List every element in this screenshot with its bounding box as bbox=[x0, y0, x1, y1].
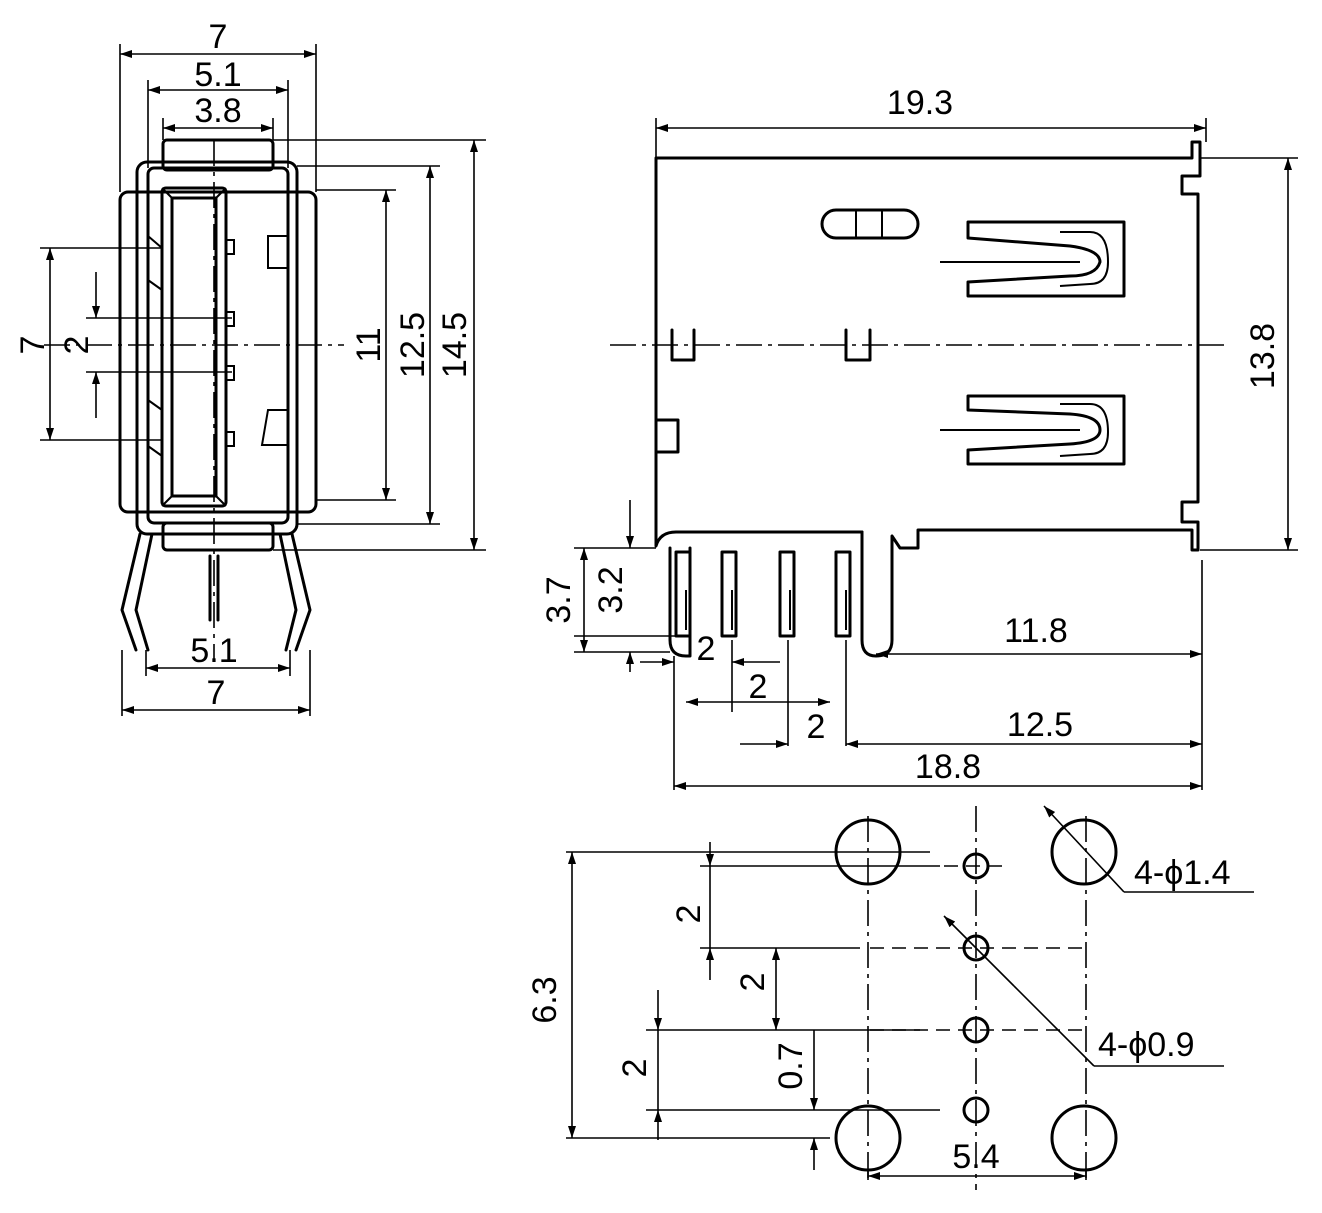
footprint-span-label: 5.4 bbox=[952, 1138, 999, 1176]
front-slot-width-label: 3.8 bbox=[194, 92, 241, 130]
front-left-2-label: 2 bbox=[58, 336, 96, 355]
side-pitch-a-label: 2 bbox=[697, 630, 716, 668]
side-length-label: 19.3 bbox=[887, 84, 953, 122]
side-18-8-label: 18.8 bbox=[915, 748, 981, 786]
side-pitch-c-label: 2 bbox=[807, 708, 826, 746]
side-12-5-label: 12.5 bbox=[1007, 706, 1073, 744]
footprint-pitch-2-c-label: 2 bbox=[616, 1059, 654, 1078]
front-left-7-label: 7 bbox=[14, 336, 52, 355]
side-view: 19.3 13.8 3.7 3.2 2 2 2 11.8 12.5 18.8 bbox=[540, 84, 1298, 790]
footprint-large-hole-label: 4-ϕ1.4 bbox=[1134, 854, 1231, 892]
front-height-11-label: 11 bbox=[350, 327, 388, 362]
front-view: 7 5.1 3.8 11 12.5 14.5 7 2 5.1 7 bbox=[14, 18, 486, 716]
pcb-footprint: 4-ϕ1.4 4-ϕ0.9 6.3 2 2 2 0.7 5.4 bbox=[526, 805, 1254, 1190]
footprint-pitch-2-a-label: 2 bbox=[670, 905, 708, 924]
front-bottom-width-label: 7 bbox=[207, 674, 226, 712]
front-pin-pitch-label: 5.1 bbox=[190, 632, 237, 670]
front-width-label: 7 bbox=[209, 18, 228, 56]
footprint-offset-label: 0.7 bbox=[772, 1042, 810, 1089]
footprint-height-label: 6.3 bbox=[526, 976, 564, 1023]
front-height-14-5-label: 14.5 bbox=[436, 312, 474, 378]
side-pitch-b-label: 2 bbox=[749, 668, 768, 706]
side-pin-3-7-label: 3.7 bbox=[540, 576, 578, 623]
footprint-pitch-2-b-label: 2 bbox=[734, 973, 772, 992]
side-height-label: 13.8 bbox=[1244, 323, 1282, 389]
side-11-8-label: 11.8 bbox=[1004, 612, 1068, 650]
side-pin-3-2-label: 3.2 bbox=[592, 566, 630, 613]
front-height-12-5-label: 12.5 bbox=[394, 312, 432, 378]
front-inner-width-label: 5.1 bbox=[194, 56, 241, 94]
footprint-small-hole-label: 4-ϕ0.9 bbox=[1098, 1026, 1195, 1064]
